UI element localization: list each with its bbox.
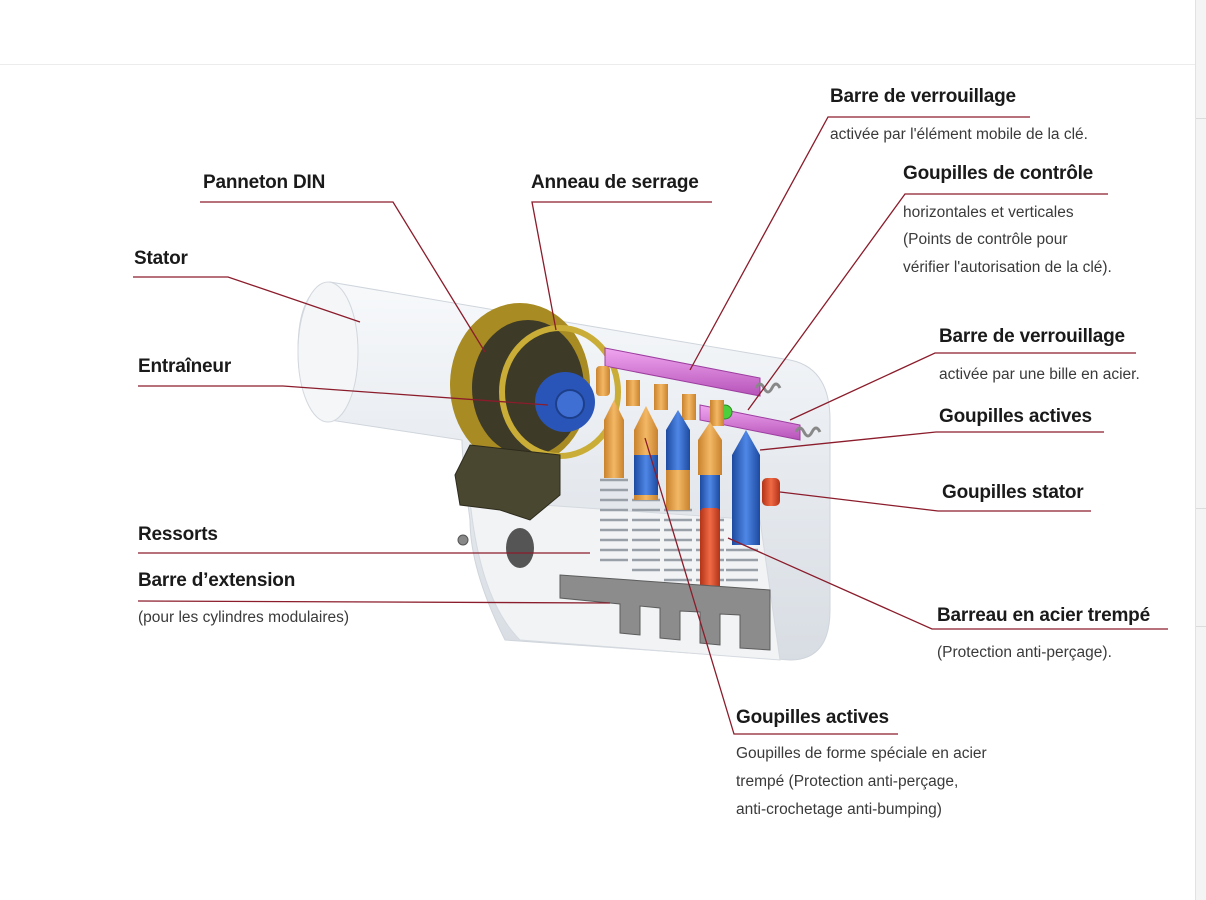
label-barre-verrouillage-2-title: Barre de verrouillage: [939, 326, 1125, 347]
label-goupilles-controle-desc-1: horizontales et verticales: [903, 204, 1074, 221]
label-barreau-acier-title: Barreau en acier trempé: [937, 605, 1150, 626]
label-goupilles-controle-title: Goupilles de contrôle: [903, 163, 1094, 184]
label-goupilles-controle-desc-2: (Points de contrôle pour: [903, 231, 1068, 248]
barre-extension-bar: [559, 574, 771, 651]
scrollbar-tick: [1196, 626, 1206, 627]
entraineur-driver: [535, 372, 595, 432]
label-goupilles-actives-1: Goupilles actives: [939, 406, 1092, 427]
active-pins: [604, 400, 760, 545]
label-barre-extension-title: Barre d’extension: [138, 570, 296, 591]
scrollbar-tick: [1196, 118, 1206, 119]
label-barre-verrouillage-2-desc: activée par une bille en acier.: [939, 366, 1140, 383]
control-pins: [596, 366, 724, 426]
scrollbar-tick: [1196, 508, 1206, 509]
goupille-stator-pin: [762, 478, 780, 506]
label-goupilles-actives-2-desc-2: trempé (Protection anti-perçage,: [736, 773, 959, 790]
label-panneton-din: Panneton DIN: [203, 172, 326, 193]
label-goupilles-controle-desc-3: vérifier l'autorisation de la clé).: [903, 259, 1112, 276]
label-barre-extension-desc: (pour les cylindres modulaires): [138, 609, 350, 626]
scrollbar-edge[interactable]: [1195, 0, 1206, 900]
label-barre-verrouillage-1-title: Barre de verrouillage: [830, 86, 1016, 107]
label-goupilles-actives-2-desc-1: Goupilles de forme spéciale en acier: [736, 745, 987, 762]
leader-lines: [133, 116, 1168, 735]
label-ressorts: Ressorts: [138, 524, 218, 545]
top-band: [0, 0, 1196, 65]
locking-bars: [604, 347, 822, 441]
panneton-din-cam: [454, 444, 561, 521]
label-stator: Stator: [134, 248, 188, 269]
label-anneau-serrage: Anneau de serrage: [531, 172, 699, 193]
label-entraineur: Entraîneur: [138, 356, 232, 377]
label-goupilles-stator: Goupilles stator: [942, 482, 1084, 503]
label-barre-verrouillage-1-desc: activée par l'élément mobile de la clé.: [830, 126, 1088, 143]
label-goupilles-actives-2-title: Goupilles actives: [736, 707, 889, 728]
label-barreau-acier-desc: (Protection anti-perçage).: [937, 644, 1112, 661]
label-goupilles-actives-2-desc-3: anti-crochetage anti-bumping): [736, 801, 942, 818]
